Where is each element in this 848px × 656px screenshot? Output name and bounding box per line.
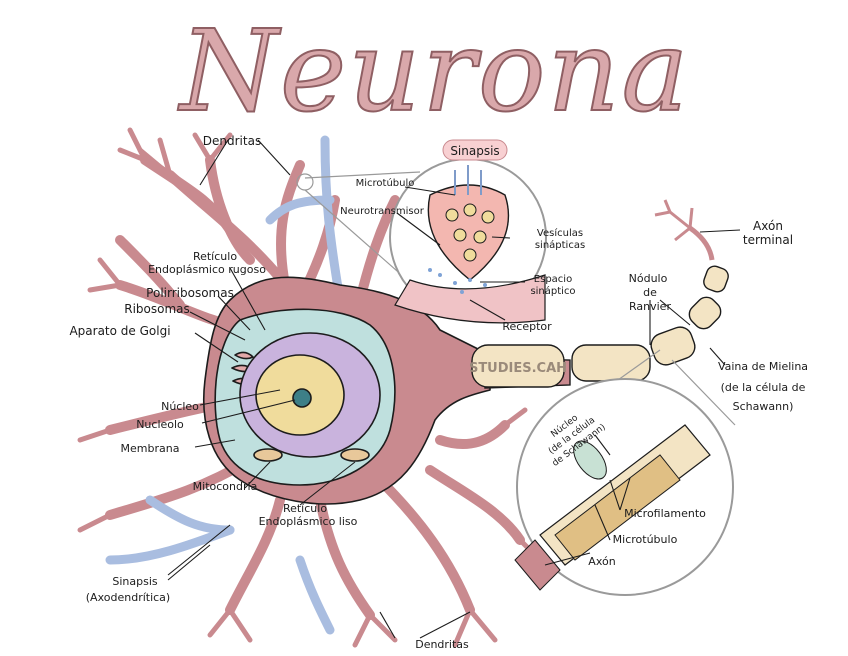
labels: Dendritas Sinapsis Microtúbulo Neurotran…	[69, 134, 808, 651]
label-microtubulo-syn: Microtúbulo	[356, 177, 415, 189]
diagram-title: Neurona	[177, 7, 690, 137]
label-sinapsis-axo-2: (Axodendrítica)	[86, 591, 170, 604]
label-golgi: Aparato de Golgi	[69, 324, 170, 338]
label-vaina-2: (de la célula de	[721, 381, 806, 394]
label-ribosomas: Ribosomas	[124, 302, 190, 316]
watermark: STUDIES.CAH	[469, 361, 567, 376]
label-nodulo-2: de	[643, 286, 657, 299]
label-mitocondria: Mitocondria	[193, 480, 258, 493]
leader-lines	[167, 139, 741, 639]
label-espacio-2: sináptico	[530, 285, 575, 297]
label-vesiculas-2: sinápticas	[535, 239, 585, 251]
label-microfilamento: Microfilamento	[624, 507, 706, 520]
label-neurotransmisor: Neurotransmisor	[340, 206, 425, 217]
myelin-segment	[471, 344, 565, 388]
axon-terminal-branch	[688, 225, 715, 261]
label-dendritas-bottom: Dendritas	[415, 638, 469, 651]
neurotransmitter-dots	[428, 268, 487, 294]
label-nucleolo: Nucleolo	[136, 418, 184, 431]
label-axon: Axón	[588, 555, 615, 568]
label-receptor: Receptor	[502, 320, 552, 333]
label-microtubulo-axon: Microtúbulo	[613, 533, 678, 546]
label-sinapsis-axo-1: Sinapsis	[112, 575, 158, 588]
label-sinapsis: Sinapsis	[450, 144, 499, 158]
label-axon-terminal-2: terminal	[743, 233, 793, 247]
label-reticulo-rugoso-1: Retículo	[193, 250, 237, 263]
label-membrana: Membrana	[121, 442, 180, 455]
synapse-inset	[296, 139, 547, 324]
label-reticulo-liso-2: Endoplásmico liso	[259, 515, 358, 528]
nucleolus	[292, 388, 312, 408]
label-espacio-1: Espacio	[534, 274, 572, 285]
label-nodulo-3: Ranvier	[629, 300, 671, 313]
myelin-segment	[703, 265, 729, 293]
label-polirribosomas: Polirribosomas	[146, 286, 234, 300]
label-reticulo-liso-1: Retículo	[283, 502, 327, 515]
axon-group: STUDIES.CAH	[469, 199, 729, 389]
myelin-segment	[650, 326, 696, 366]
label-vaina-1: Vaina de Mielina	[718, 360, 808, 373]
label-vesiculas-1: Vesículas	[537, 227, 583, 239]
blue-dendrites	[105, 135, 345, 635]
dendrite-twigs	[77, 127, 543, 648]
label-reticulo-rugoso-2: Endoplásmico rugoso	[148, 263, 266, 276]
label-vaina-3: Schawann)	[733, 400, 794, 413]
label-nucleo: Núcleo	[161, 400, 199, 413]
label-nodulo-1: Nódulo	[629, 272, 668, 285]
neuron-body-group	[77, 127, 543, 648]
axon-terminal-twigs	[654, 199, 694, 242]
myelin-segment	[571, 344, 651, 382]
label-axon-terminal-1: Axón	[753, 219, 783, 233]
mitochondrion	[340, 448, 370, 462]
label-dendritas-top: Dendritas	[203, 134, 261, 148]
mitochondrion	[253, 448, 283, 462]
myelin-segment	[688, 296, 722, 330]
